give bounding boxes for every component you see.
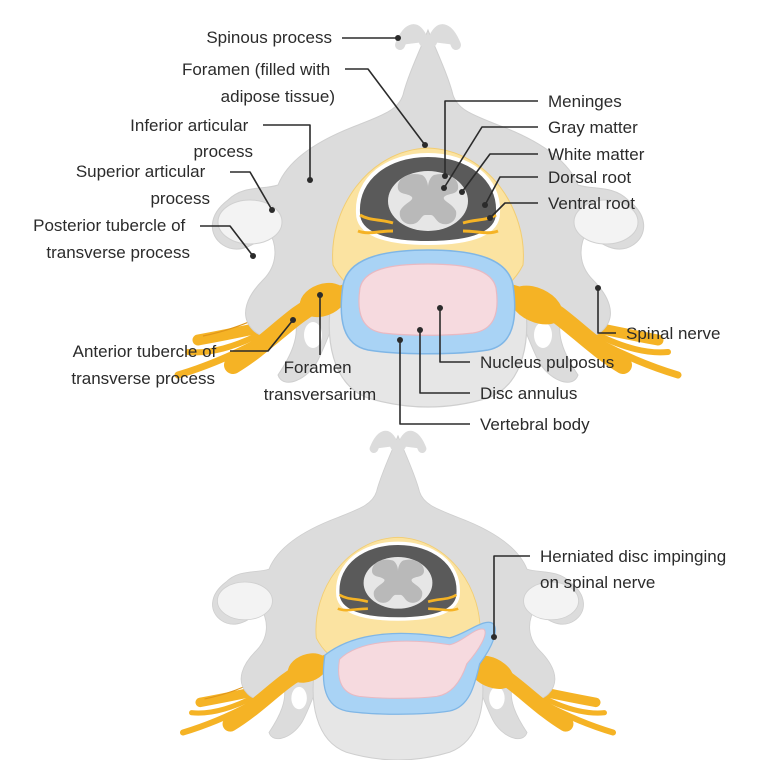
label-disc-annulus: Disc annulus <box>480 384 577 403</box>
label-herniated-disc: Herniated disc impinging on spinal nerve <box>540 547 731 592</box>
label-gray-matter: Gray matter <box>548 118 638 137</box>
label-dorsal-root: Dorsal root <box>548 168 631 187</box>
label-vertebral-body: Vertebral body <box>480 415 590 434</box>
label-ventral-root: Ventral root <box>548 194 635 213</box>
label-superior-articular: Superior articular process <box>76 162 210 208</box>
label-spinal-nerve: Spinal nerve <box>626 324 721 343</box>
herniated-nucleus <box>338 628 486 699</box>
label-white-matter: White matter <box>548 145 645 164</box>
label-meninges: Meninges <box>548 92 622 111</box>
label-foramen-adipose: Foramen (filled with adipose tissue) <box>182 60 335 106</box>
label-posterior-tubercle: Posterior tubercle of transverse process <box>33 216 190 262</box>
label-anterior-tubercle: Anterior tubercle of transverse process <box>71 342 221 388</box>
bottom-vertebra <box>183 435 613 760</box>
label-spinous-process: Spinous process <box>206 28 332 47</box>
label-foramen-transversarium: Foramen transversarium <box>264 358 376 404</box>
nucleus-pulposus <box>358 263 498 336</box>
label-nucleus-pulposus: Nucleus pulposus <box>480 353 614 372</box>
labels: Spinous process Foramen (filled with adi… <box>33 28 731 592</box>
leader-lines <box>200 35 616 640</box>
top-vertebra <box>178 29 678 407</box>
label-inferior-articular: Inferior articular process <box>130 116 253 161</box>
